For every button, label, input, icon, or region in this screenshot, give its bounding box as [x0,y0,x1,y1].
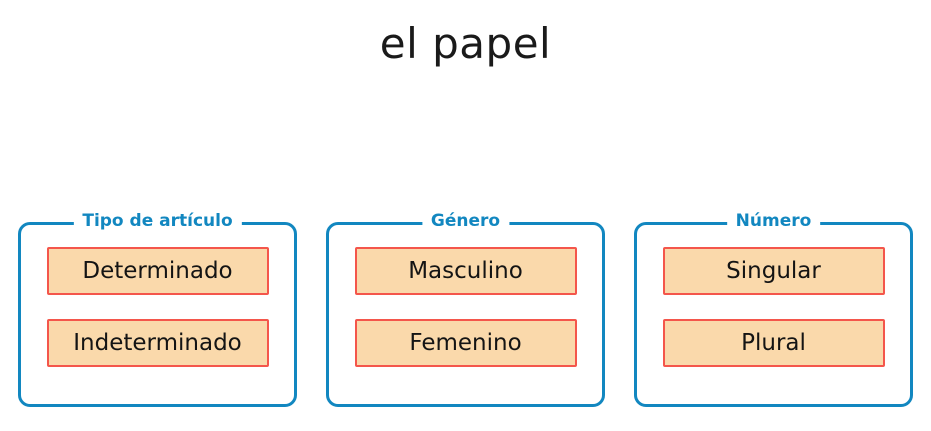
page-title: el papel [379,19,552,68]
category-group-genero: Género Masculino Femenino [326,211,605,407]
group-legend-tipo-de-articulo: Tipo de artículo [73,211,242,232]
group-legend-genero: Género [421,211,510,232]
option-chip-indeterminado[interactable]: Indeterminado [46,319,269,367]
group-legend-numero: Número [726,211,821,232]
group-options-genero: Masculino Femenino [329,247,602,367]
option-chip-femenino[interactable]: Femenino [354,319,577,367]
option-chip-singular[interactable]: Singular [662,247,885,295]
option-chip-masculino[interactable]: Masculino [354,247,577,295]
group-options-numero: Singular Plural [637,247,910,367]
group-options-tipo-de-articulo: Determinado Indeterminado [21,247,294,367]
category-group-numero: Número Singular Plural [634,211,913,407]
option-chip-plural[interactable]: Plural [662,319,885,367]
category-group-row: Tipo de artículo Determinado Indetermina… [18,211,913,407]
option-chip-determinado[interactable]: Determinado [46,247,269,295]
category-group-tipo-de-articulo: Tipo de artículo Determinado Indetermina… [18,211,297,407]
